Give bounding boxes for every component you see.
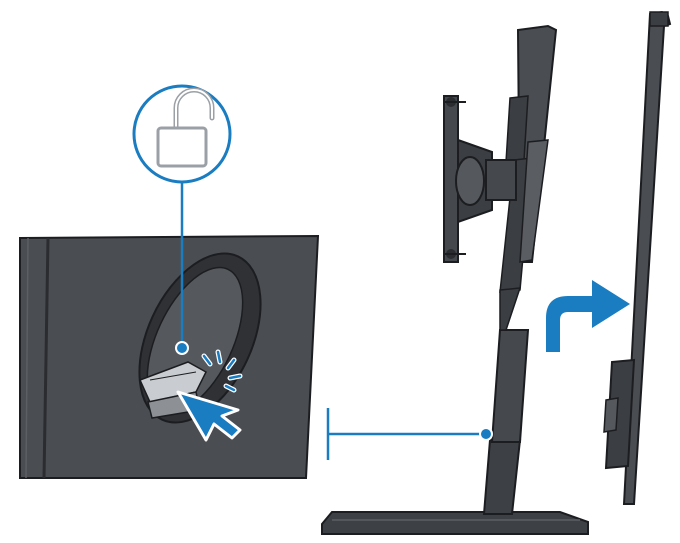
detached-monitor [603,10,672,505]
pointer-cursor-icon [176,390,242,442]
height-indicator [326,408,493,460]
monitor-with-stand [321,24,589,535]
closeup-panel [19,234,320,479]
unlock-padlock-icon [156,87,215,168]
arrow-up-right-icon [546,280,630,352]
unlock-callout [132,84,232,355]
